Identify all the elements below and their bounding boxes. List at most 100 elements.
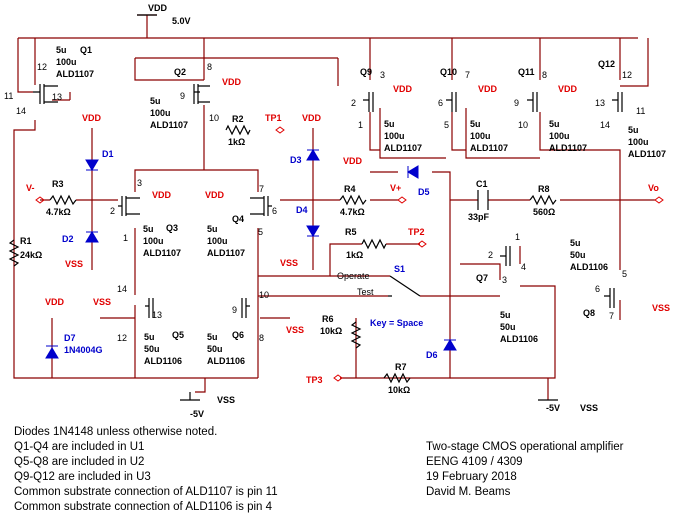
q11-id: Q11 xyxy=(518,67,535,77)
vss-label-d4: VSS xyxy=(280,258,298,268)
tp1-label: TP1 xyxy=(265,113,282,123)
r7-id: R7 xyxy=(395,362,407,372)
vdd-top-label: VDD xyxy=(148,3,168,13)
q9-pin-source: 1 xyxy=(358,120,363,130)
q1-pin-sub: 13 xyxy=(52,92,62,102)
q8-pin-drain: 5 xyxy=(622,269,627,279)
r8-id: R8 xyxy=(538,184,550,194)
title-line: Two-stage CMOS operational amplifier xyxy=(426,441,624,453)
r1-id: R1 xyxy=(20,236,32,246)
vdd-label-q4: VDD xyxy=(205,190,225,200)
c1-id: C1 xyxy=(476,179,488,189)
wires xyxy=(13,14,655,400)
vminus-label: V- xyxy=(26,183,35,193)
q7-pin-source: 3 xyxy=(502,275,507,285)
q12-part: ALD1107 xyxy=(628,149,666,159)
r7-value: 10kΩ xyxy=(388,385,410,395)
q1-w: 100u xyxy=(56,57,77,67)
diode-symbols xyxy=(45,149,457,359)
r3-value: 4.7kΩ xyxy=(46,207,71,217)
q4-id: Q4 xyxy=(232,214,244,224)
notes: Diodes 1N4148 unless otherwise noted. Q1… xyxy=(14,425,278,515)
q11-pin-source: 10 xyxy=(518,120,528,130)
q7-l: 5u xyxy=(570,238,581,248)
vplus-label: V+ xyxy=(390,183,401,193)
d1-label: D1 xyxy=(102,149,114,159)
q12-pin-sub: 13 xyxy=(595,98,605,108)
q8-w: 50u xyxy=(500,322,516,332)
note-line: Common substrate connection of ALD1107 i… xyxy=(14,486,278,498)
q12-l: 5u xyxy=(628,125,639,135)
q2-l: 5u xyxy=(150,96,161,106)
s1-test-label: Test xyxy=(357,287,374,297)
q8-pin-source: 7 xyxy=(609,311,614,321)
q11-pin-gate: 9 xyxy=(514,98,519,108)
q4-l: 5u xyxy=(207,224,218,234)
d7-label: D7 xyxy=(64,333,76,343)
q8-part: ALD1106 xyxy=(500,334,538,344)
q10-l: 5u xyxy=(470,119,481,129)
note-line: Diodes 1N4148 unless otherwise noted. xyxy=(14,426,218,438)
vss-label-q6: VSS xyxy=(286,325,304,335)
q6-part: ALD1106 xyxy=(207,356,245,366)
d2-label: D2 xyxy=(62,234,74,244)
q11-l: 5u xyxy=(549,119,560,129)
q4-pin-gate: 6 xyxy=(272,206,277,216)
vss-label-d2: VSS xyxy=(65,259,83,269)
vss-left-value: -5V xyxy=(190,409,204,419)
vss-left-label: VSS xyxy=(217,395,235,405)
q10-pin-drain: 7 xyxy=(465,70,470,80)
transistor-symbols xyxy=(33,84,623,318)
switch-s1[interactable] xyxy=(388,275,421,297)
q5-pin-gate: 13 xyxy=(152,310,162,320)
q12-w: 100u xyxy=(628,137,649,147)
q12-pin-source: 14 xyxy=(600,120,610,130)
q2-id: Q2 xyxy=(174,67,186,77)
q2-w: 100u xyxy=(150,108,171,118)
q6-pin-gate: 9 xyxy=(232,305,237,315)
r4-value: 4.7kΩ xyxy=(340,207,365,217)
q3-l: 5u xyxy=(143,224,154,234)
d4-label: D4 xyxy=(296,205,308,215)
vss-right-value: -5V xyxy=(546,403,560,413)
r5-id: R5 xyxy=(345,227,357,237)
q3-pin-source: 1 xyxy=(123,233,128,243)
q10-pin-gate: 6 xyxy=(438,98,443,108)
q6-l: 5u xyxy=(207,332,218,342)
title-block: Two-stage CMOS operational amplifier EEN… xyxy=(426,440,624,500)
d3-label: D3 xyxy=(290,155,302,165)
q9-part: ALD1107 xyxy=(384,143,422,153)
tp2-label: TP2 xyxy=(408,227,425,237)
q8-pin-gate: 6 xyxy=(595,284,600,294)
q5-pin-source: 12 xyxy=(117,333,127,343)
note-line: Q9-Q12 are included in U3 xyxy=(14,471,151,483)
q2-pin-source: 10 xyxy=(209,113,219,123)
vo-label: Vo xyxy=(648,183,659,193)
r2-id: R2 xyxy=(232,114,244,124)
q1-pin-source: 14 xyxy=(16,106,26,116)
q7-part: ALD1106 xyxy=(570,262,608,272)
s1-label: S1 xyxy=(394,264,405,274)
vdd-label-q11: VDD xyxy=(558,84,578,94)
q3-w: 100u xyxy=(143,236,164,246)
vdd-label-d5: VDD xyxy=(343,156,363,166)
q9-l: 5u xyxy=(384,119,395,129)
vdd-top-value: 5.0V xyxy=(172,16,191,26)
d5-label: D5 xyxy=(418,187,430,197)
q5-l: 5u xyxy=(144,332,155,342)
c1-value: 33pF xyxy=(468,212,490,222)
q9-w: 100u xyxy=(384,131,405,141)
r8-value: 560Ω xyxy=(533,207,555,217)
r1-value: 24kΩ xyxy=(20,250,42,260)
d7-part: 1N4004G xyxy=(64,345,103,355)
q5-part: ALD1106 xyxy=(144,356,182,366)
q6-id: Q6 xyxy=(232,330,244,340)
vdd-label-d1: VDD xyxy=(82,113,102,123)
author-line: David M. Beams xyxy=(426,486,511,498)
date-line: 19 February 2018 xyxy=(426,471,517,483)
q6-w: 50u xyxy=(207,344,223,354)
q5-pin-drain: 14 xyxy=(117,284,127,294)
q7-pin-drain: 1 xyxy=(515,232,520,242)
vdd-label-q9: VDD xyxy=(393,84,413,94)
